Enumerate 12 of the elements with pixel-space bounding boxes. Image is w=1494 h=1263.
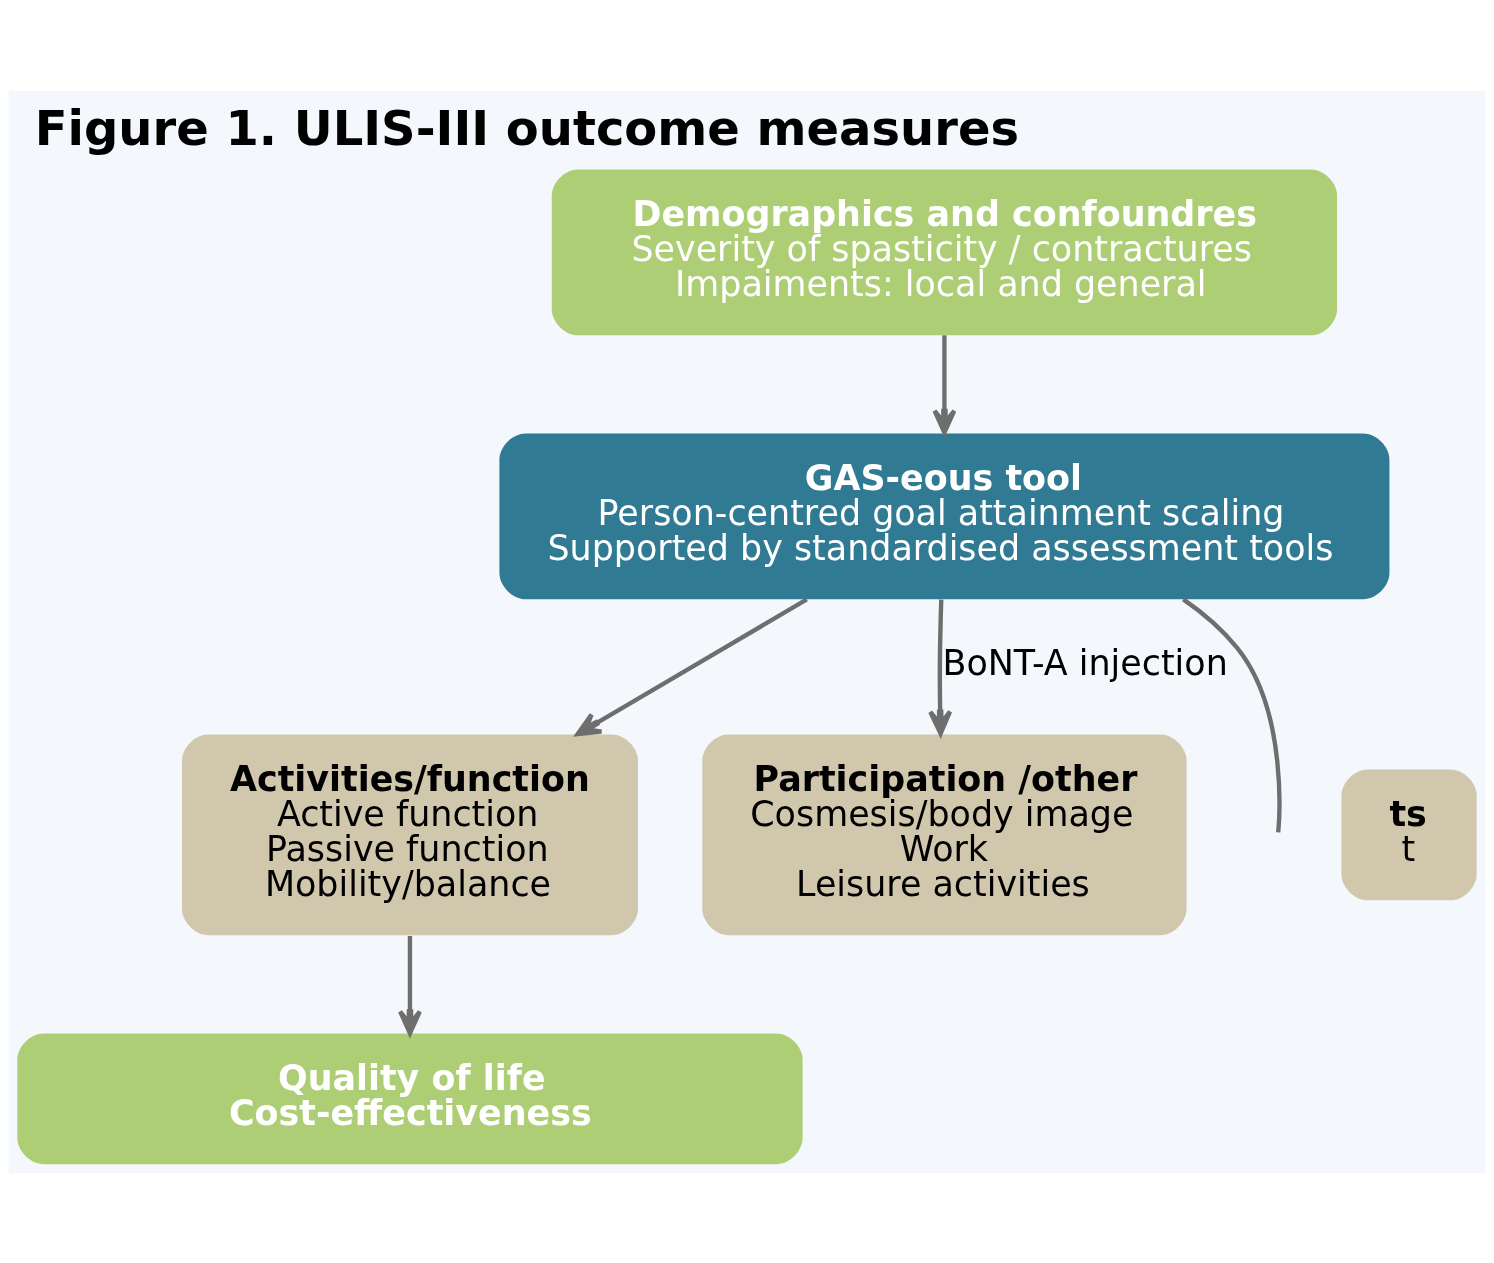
diagram-title: Figure 1. ULIS-III outcome measures — [34, 99, 1020, 156]
node-box: Participation /other Cosmesis/body image Work Leisure activities — [702, 734, 1187, 935]
node-box: Demographics and confoundres Severity of spasticity / contractures Impaiments: local and general — [551, 169, 1338, 335]
arrow — [928, 599, 953, 736]
arrow — [575, 597, 808, 736]
arrow — [932, 334, 957, 435]
connector — [1182, 597, 1282, 832]
node-box: GAS-eous tool Person-centred goal attainment scaling Supported by standardised assessment tools — [499, 433, 1390, 599]
node-box: Quality of life Cost-effectiveness — [17, 1032, 803, 1164]
node-box: Activities/function Active function Passive function Mobility/balance — [182, 734, 638, 935]
node-box: ts t — [1341, 768, 1477, 900]
edge-label: BoNT-A injection — [942, 642, 1228, 683]
